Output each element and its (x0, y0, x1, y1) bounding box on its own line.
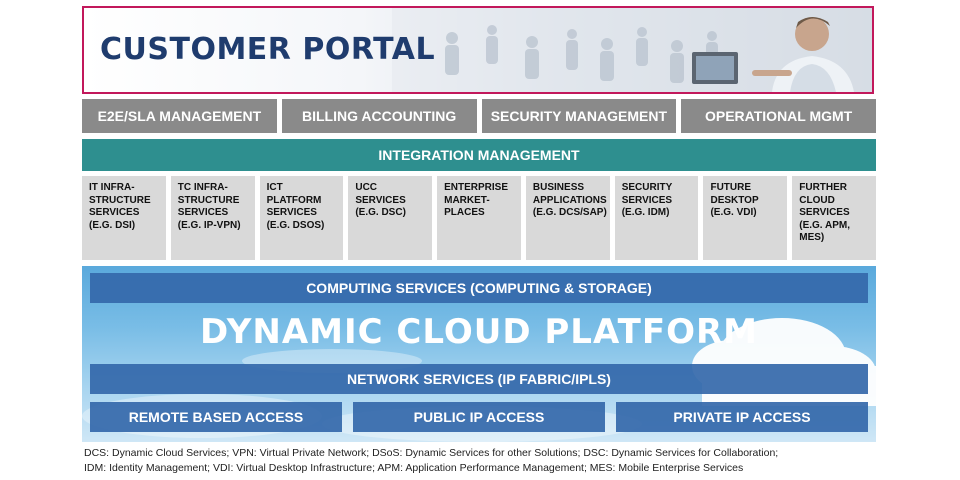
dynamic-cloud-platform-panel: COMPUTING SERVICES (COMPUTING & STORAGE)… (82, 266, 876, 442)
computing-services-bar: COMPUTING SERVICES (COMPUTING & STORAGE) (90, 273, 868, 303)
service-security: SECURITY SERVICES (E.G. IDM) (614, 176, 699, 260)
public-ip-access-box: PUBLIC IP ACCESS (353, 402, 605, 432)
remote-based-access-box: REMOTE BASED ACCESS (90, 402, 342, 432)
operational-mgmt-box: OPERATIONAL MGMT (681, 99, 876, 133)
customer-portal-banner: CUSTOMER PORTAL (82, 6, 874, 94)
footnote-line-2: IDM: Identity Management; VDI: Virtual D… (84, 462, 744, 474)
service-enterprise-marketplaces: ENTERPRISE MARKET- PLACES (437, 176, 521, 260)
integration-management-bar: INTEGRATION MANAGEMENT (82, 139, 876, 171)
services-row: IT INFRA- STRUCTURE SERVICES (E.G. DSI) … (82, 176, 877, 260)
footnote-line-1: DCS: Dynamic Cloud Services; VPN: Virtua… (84, 447, 779, 459)
access-row: REMOTE BASED ACCESS PUBLIC IP ACCESS PRI… (90, 402, 868, 432)
e2e-sla-management-box: E2E/SLA MANAGEMENT (82, 99, 277, 133)
service-it-infrastructure: IT INFRA- STRUCTURE SERVICES (E.G. DSI) (82, 176, 166, 260)
abbreviations-footnote: DCS: Dynamic Cloud Services; VPN: Virtua… (84, 446, 884, 476)
service-ict-platform: ICT PLATFORM SERVICES (E.G. DSOS) (259, 176, 344, 260)
office-people-photo (392, 8, 872, 92)
service-further-cloud: FURTHER CLOUD SERVICES (E.G. APM, MES) (792, 176, 877, 260)
portal-title: CUSTOMER PORTAL (100, 32, 436, 67)
service-business-applications: BUSINESS APPLICATIONS (E.G. DCS/SAP) (525, 176, 610, 260)
network-services-bar: NETWORK SERVICES (IP FABRIC/IPLS) (90, 364, 868, 394)
private-ip-access-box: PRIVATE IP ACCESS (616, 402, 868, 432)
platform-title: DYNAMIC CLOUD PLATFORM (200, 312, 758, 352)
service-future-desktop: FUTURE DESKTOP (E.G. VDI) (703, 176, 788, 260)
service-ucc: UCC SERVICES (E.G. DSC) (348, 176, 433, 260)
management-row: E2E/SLA MANAGEMENT BILLING ACCOUNTING SE… (82, 99, 876, 133)
billing-accounting-box: BILLING ACCOUNTING (281, 99, 477, 133)
security-management-box: SECURITY MANAGEMENT (481, 99, 677, 133)
service-tc-infrastructure: TC INFRA- STRUCTURE SERVICES (E.G. IP-VP… (170, 176, 255, 260)
